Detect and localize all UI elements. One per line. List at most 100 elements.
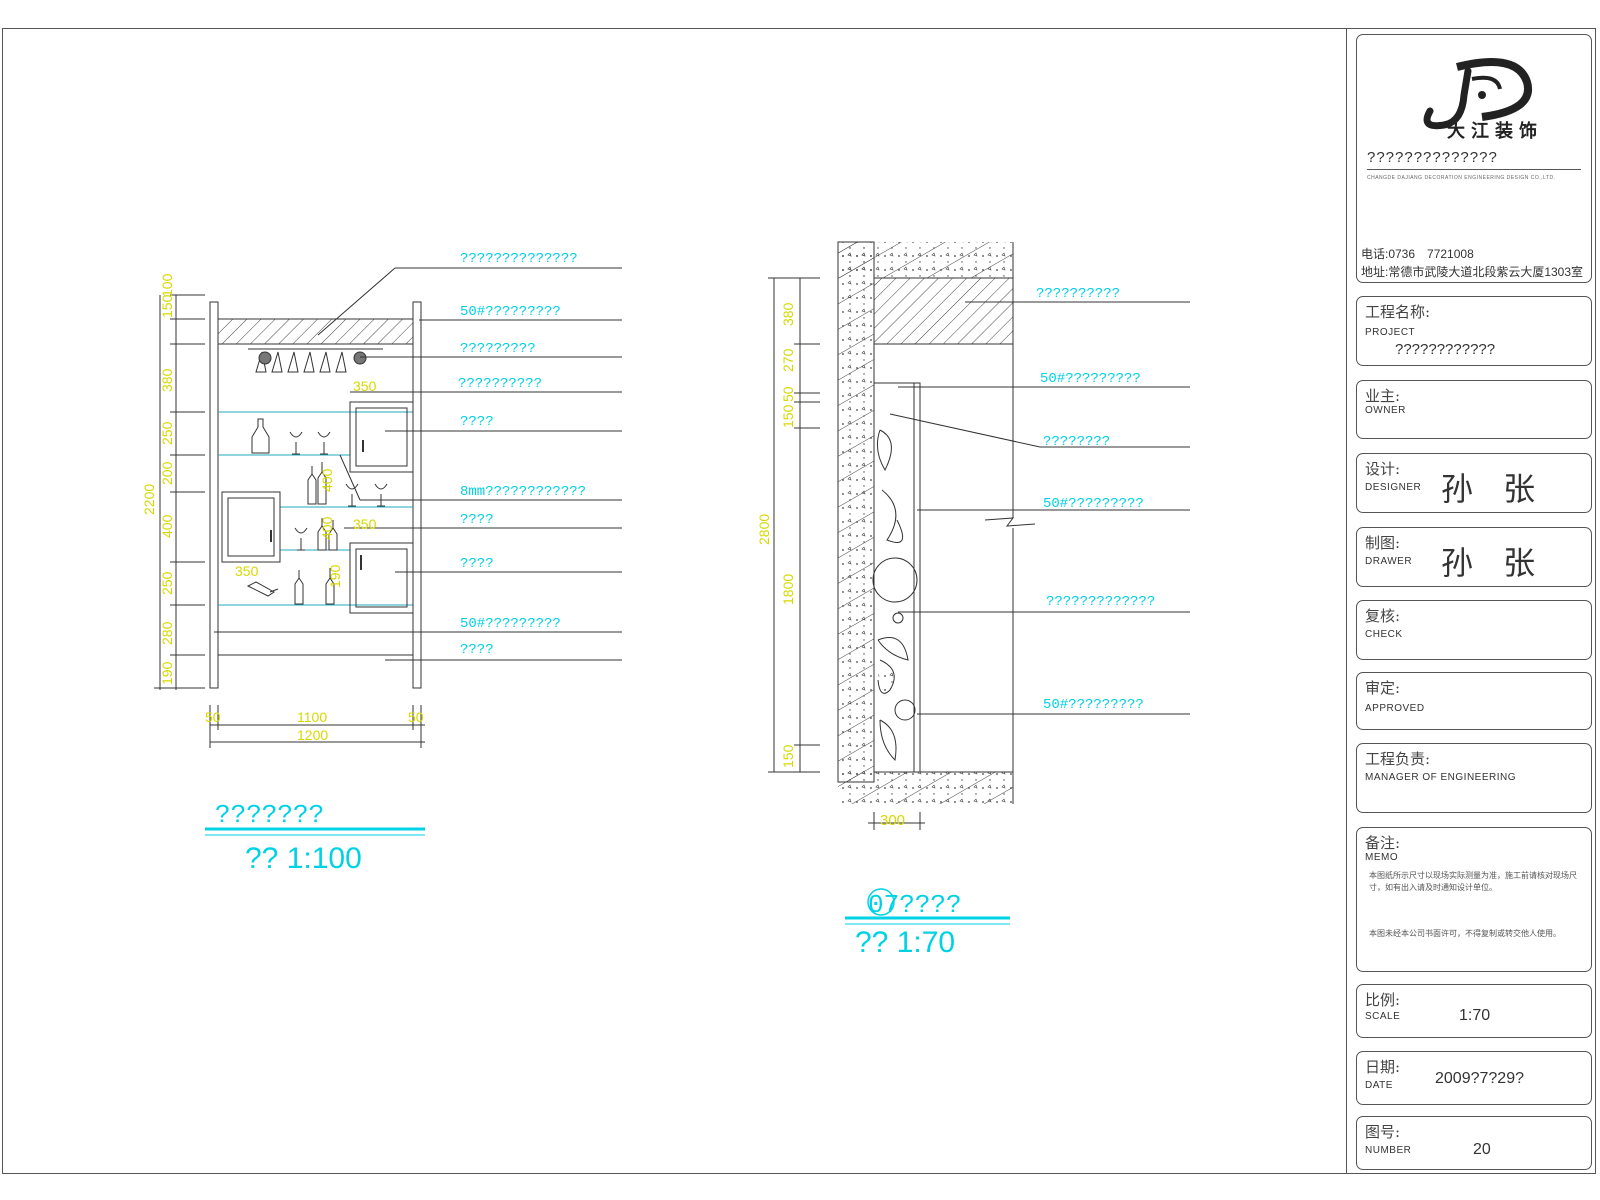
check-field: 复核: CHECK	[1356, 600, 1592, 660]
dim-text: 280	[159, 621, 175, 645]
dim-text: 250	[159, 421, 175, 445]
left-dims: 150 100 380 250 200 400 250 280 190 2200…	[141, 273, 424, 743]
drawer-label-en: DRAWER	[1365, 556, 1413, 567]
left-label: ????	[460, 414, 494, 430]
designer-field: 设计: DESIGNER 孙 张	[1356, 453, 1592, 513]
date-label: 日期:	[1365, 1058, 1401, 1076]
manager-label: 工程负责:	[1365, 750, 1431, 768]
drawer-value: 孙 张	[1441, 544, 1546, 582]
hanging-glasses	[255, 351, 367, 373]
dim-text: 50	[205, 709, 221, 725]
company-header: 大江装饰 ?????????????? CHANGDE DAJIANG DECO…	[1356, 34, 1592, 283]
right-label: 50#?????????	[1043, 496, 1144, 512]
owner-field: 业主: OWNER	[1356, 380, 1592, 439]
right-section	[768, 241, 1190, 925]
company-divider	[1367, 169, 1581, 170]
dim-text: 250	[159, 571, 175, 595]
sheet-border	[2, 28, 1596, 1174]
dim-text: 150	[780, 404, 796, 428]
left-labels: ?????????????? 50#????????? ????????? ??…	[458, 251, 586, 658]
left-label: ?????????	[460, 341, 536, 357]
dim-text: 400	[319, 468, 335, 492]
right-label: 50#?????????	[1043, 697, 1144, 713]
memo-line-1: 本图纸所示尺寸以现场实际测量为准，施工前请核对现场尺寸，如有出入请及时通知设计单…	[1369, 871, 1577, 892]
project-label: 工程名称:	[1365, 303, 1431, 321]
number-field: 图号: NUMBER 20	[1356, 1116, 1592, 1170]
company-address: 地址:常德市武陵大道北段紫云大厦1303室	[1361, 265, 1584, 279]
title-block-column	[1346, 28, 1596, 1174]
drawer-label: 制图:	[1365, 534, 1401, 552]
dim-text: 1100	[297, 709, 327, 725]
number-label: 图号:	[1365, 1123, 1401, 1141]
right-labels: ?????????? 50#????????? ???????? 50#????…	[1036, 286, 1155, 713]
bottles	[246, 418, 388, 605]
project-label-en: PROJECT	[1365, 327, 1416, 338]
check-label-en: CHECK	[1365, 629, 1403, 640]
left-title: ???????	[215, 800, 324, 830]
dim-text: 190	[327, 564, 343, 588]
designer-label-en: DESIGNER	[1365, 482, 1422, 493]
date-field: 日期: DATE 2009?7?29?	[1356, 1051, 1592, 1105]
scale-field: 比例: SCALE 1:70	[1356, 984, 1592, 1038]
date-value: 2009?7?29?	[1435, 1070, 1524, 1087]
left-label: 50#?????????	[460, 616, 561, 632]
right-scale: ?? 1:70	[855, 926, 955, 959]
designer-value: 孙 张	[1441, 470, 1546, 508]
svg-text:07????: 07????	[868, 890, 962, 920]
number-label-en: NUMBER	[1365, 1145, 1412, 1156]
designer-label: 设计:	[1365, 460, 1401, 478]
dim-text: 350	[353, 516, 377, 532]
right-label: ????????	[1043, 434, 1110, 450]
right-label: ??????????	[1036, 286, 1120, 302]
dim-text: 300	[880, 812, 905, 829]
right-label: ?????????????	[1046, 594, 1155, 610]
left-label: ????	[460, 642, 494, 658]
left-elevation	[154, 267, 622, 836]
dim-text: 350	[353, 378, 377, 394]
dim-text: 150	[780, 744, 796, 768]
left-label: 8mm????????????	[460, 484, 586, 500]
logo-text: 大江装饰	[1447, 121, 1543, 142]
memo-line-2: 本图未经本公司书面许可，不得复制或转交他人使用。	[1369, 929, 1561, 938]
overall-height: 2200	[141, 484, 157, 515]
dim-text: 380	[159, 368, 175, 392]
left-label: ????	[460, 512, 494, 528]
scale-label-en: SCALE	[1365, 1011, 1401, 1022]
company-logo-icon	[1423, 58, 1533, 130]
left-scale: ?? 1:100	[245, 842, 362, 875]
dim-text: 50	[780, 386, 796, 402]
owner-label: 业主:	[1365, 387, 1401, 405]
approved-label: 审定:	[1365, 679, 1401, 697]
memo-label-en: MEMO	[1365, 852, 1399, 863]
dim-text: 1800	[780, 574, 796, 605]
dim-text: 1200	[297, 727, 328, 743]
scale-label: 比例:	[1365, 991, 1401, 1009]
overall-height: 2800	[756, 514, 772, 545]
left-label: 50#?????????	[460, 304, 561, 320]
drawer-field: 制图: DRAWER 孙 张	[1356, 527, 1592, 587]
left-label: ????	[460, 556, 494, 572]
memo-label: 备注:	[1365, 834, 1401, 852]
project-field: 工程名称: PROJECT ????????????	[1356, 296, 1592, 366]
company-name: ??????????????	[1367, 149, 1498, 166]
project-value: ????????????	[1395, 341, 1496, 358]
manager-field: 工程负责: MANAGER OF ENGINEERING	[1356, 743, 1592, 813]
right-label: 50#?????????	[1040, 371, 1141, 387]
owner-label-en: OWNER	[1365, 405, 1406, 416]
right-title: ????	[899, 890, 961, 920]
memo-field: 备注: MEMO 本图纸所示尺寸以现场实际测量为准，施工前请核对现场尺寸，如有出…	[1356, 827, 1592, 972]
check-label: 复核:	[1365, 607, 1401, 625]
left-label: ??????????????	[460, 251, 578, 267]
approved-field: 审定: APPROVED	[1356, 672, 1592, 730]
manager-label-en: MANAGER OF ENGINEERING	[1365, 772, 1517, 783]
number-value: 20	[1473, 1141, 1491, 1158]
decorative-pattern	[872, 429, 918, 762]
dim-text: 150	[159, 294, 175, 318]
company-phone: 电话:0736 7721008	[1361, 247, 1474, 261]
left-label: ??????????	[458, 376, 542, 392]
right-dims: 380 270 50 150 1800 150 2800 300	[756, 302, 905, 829]
scale-value: 1:70	[1459, 1007, 1491, 1024]
dim-text: 100	[159, 273, 175, 297]
dim-text: 270	[780, 348, 796, 372]
